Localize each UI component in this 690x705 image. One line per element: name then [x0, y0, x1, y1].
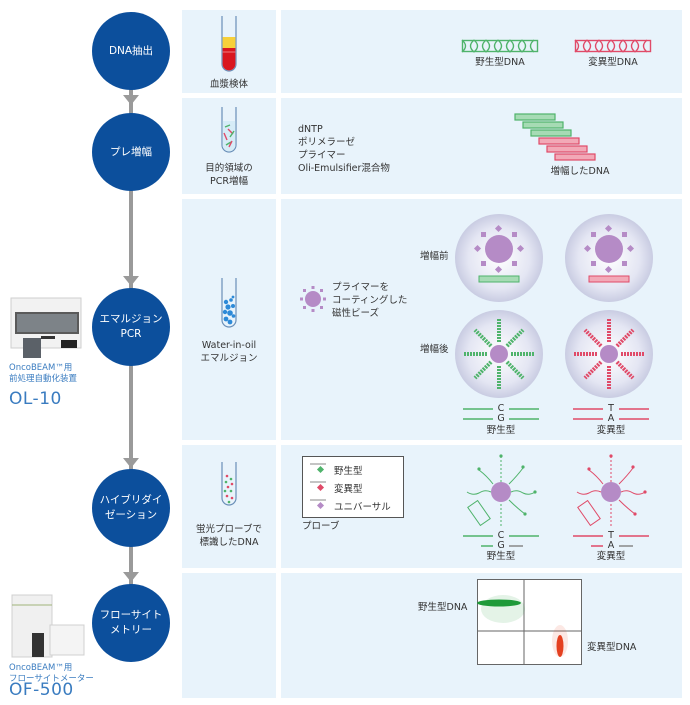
arrow-down-icon [123, 95, 139, 105]
legend-title: プローブ [302, 521, 340, 532]
wild-caption: 野生型 [486, 425, 516, 436]
legend-mutant: 変異型 [334, 484, 363, 495]
step-pre-amplification: プレ増幅 [92, 113, 170, 191]
emulsion-tube-icon [221, 278, 237, 328]
hybridized-beads-diagram [466, 454, 647, 527]
hybrid-wild-top-base: C [497, 530, 505, 541]
probe-tube-icon [221, 462, 237, 506]
sample-label-3: Water-in-oil エマルジョン [200, 340, 258, 364]
wild-bottom-base: G [497, 413, 505, 424]
arrow-down-icon [123, 572, 139, 582]
hybrid-base-pair-lines [463, 535, 649, 547]
droplets-diagram [455, 214, 653, 398]
hybrid-mutant-top-base: T [608, 530, 614, 541]
probe-legend-marks [310, 463, 326, 510]
ol-10-device-icon [10, 297, 82, 358]
wild-type-dna-icon [461, 39, 539, 53]
wild-type-dna-label: 野生型DNA [475, 57, 525, 68]
amplified-dna-icon [514, 113, 596, 161]
sample-panel-3 [182, 199, 276, 440]
ol-10-device-name: OncoBEAM™用 前処理自動化装置 [9, 363, 78, 384]
of-500-device-name: OncoBEAM™用 フローサイトメーター [9, 663, 94, 684]
wild-type-cluster [477, 599, 521, 607]
sample-label-1: 血漿検体 [209, 79, 248, 90]
reagent-list: dNTP ポリメラーゼ プライマー Oli-Emulsifier混合物 [298, 124, 390, 174]
sample-panel-5 [182, 573, 276, 698]
sample-label-2: 目的領域の PCR増幅 [205, 163, 253, 187]
legend-universal: ユニバーサル [334, 502, 391, 513]
before-amplification-label: 増幅前 [420, 251, 449, 262]
magnetic-bead-icon [300, 286, 326, 312]
arrow-down-icon [123, 458, 139, 468]
hybrid-wild-bottom-base: G [497, 540, 505, 551]
ol-10-model: OL-10 [9, 389, 62, 409]
magnetic-bead-label: プライマーを コーティングした 磁性ビーズ [332, 282, 408, 319]
of-500-device-icon [11, 594, 85, 658]
wild-base-pair-lines [463, 408, 649, 420]
blood-tube-icon [221, 16, 237, 72]
step-hybridization: ハイブリダイ ゼーション [92, 469, 170, 547]
of-500-model: OF-500 [9, 680, 74, 700]
mutant-dna-label: 変異型DNA [588, 57, 638, 68]
step-emulsion-pcr: エマルジョン PCR [92, 288, 170, 366]
step-dna-extraction: DNA抽出 [92, 12, 170, 90]
sample-label-4: 蛍光プローブで 標識したDNA [196, 524, 262, 548]
mutant-cluster [556, 635, 564, 657]
mutant-caption: 変異型 [596, 425, 626, 436]
legend-wild-type: 野生型 [334, 466, 363, 477]
pcr-tube-icon [221, 107, 237, 153]
sample-panel-4 [182, 445, 276, 568]
hybrid-mutant-caption: 変異型 [596, 551, 626, 562]
mutant-dna-icon [574, 39, 652, 53]
flow-cytometry-plot [477, 579, 582, 665]
detail-panel-2 [281, 98, 682, 194]
hybrid-wild-caption: 野生型 [486, 551, 516, 562]
arrow-down-icon [123, 276, 139, 286]
plot-wild-type-label: 野生型DNA [418, 602, 468, 613]
hybrid-mutant-bottom-base: A [607, 540, 615, 551]
wild-top-base: C [497, 403, 505, 414]
amplified-dna-label: 増幅したDNA [550, 166, 610, 177]
mutant-top-base: T [608, 403, 614, 414]
after-amplification-label: 増幅後 [420, 344, 449, 355]
step-flow-cytometry: フローサイト メトリー [92, 584, 170, 662]
mutant-bottom-base: A [607, 413, 615, 424]
plot-mutant-label: 変異型DNA [587, 642, 637, 653]
